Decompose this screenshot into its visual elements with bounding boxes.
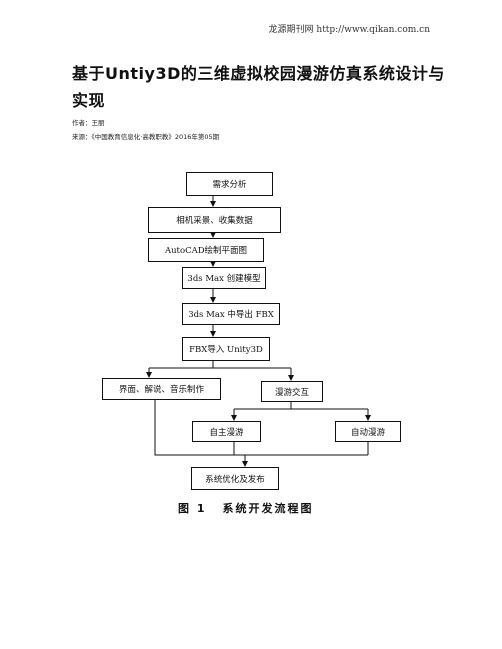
author-line: 作者：王丽 xyxy=(72,119,105,127)
flow-step-3dsmax-export: 3ds Max 中导出 FBX xyxy=(182,303,280,325)
flow-step-auto-roam: 自动漫游 xyxy=(335,421,401,442)
flow-step-free-roam: 自主漫游 xyxy=(192,421,261,442)
flow-step-optimize-release: 系统优化及发布 xyxy=(191,467,279,490)
flow-step-ui-audio: 界面、解说、音乐制作 xyxy=(102,378,221,400)
article-title: 基于Untiy3D的三维虚拟校园漫游仿真系统设计与实现 xyxy=(72,64,445,110)
source-line: 来源：《中国教育信息化·高教职教》2016年第05期 xyxy=(72,133,220,141)
flow-step-requirements: 需求分析 xyxy=(186,172,273,196)
figure-caption-text: 系统开发流程图 xyxy=(222,502,314,515)
flowchart: 需求分析 相机采景、收集数据 AutoCAD绘制平面图 3ds Max 创建模型… xyxy=(102,162,433,524)
flowchart-connectors xyxy=(146,196,371,467)
flow-step-3dsmax-model: 3ds Max 创建模型 xyxy=(182,267,266,289)
flow-step-unity-import: FBX导入 Unity3D xyxy=(182,337,270,361)
figure-caption-number: 图 1 xyxy=(178,502,207,515)
flow-step-autocad: AutoCAD绘制平面图 xyxy=(148,238,264,262)
flow-step-interaction: 漫游交互 xyxy=(261,381,323,402)
flow-step-data-collection: 相机采景、收集数据 xyxy=(148,207,281,233)
figure-caption: 图 1 系统开发流程图 xyxy=(178,500,329,516)
site-header[interactable]: 龙源期刊网 http://www.qikan.com.cn xyxy=(268,25,430,35)
